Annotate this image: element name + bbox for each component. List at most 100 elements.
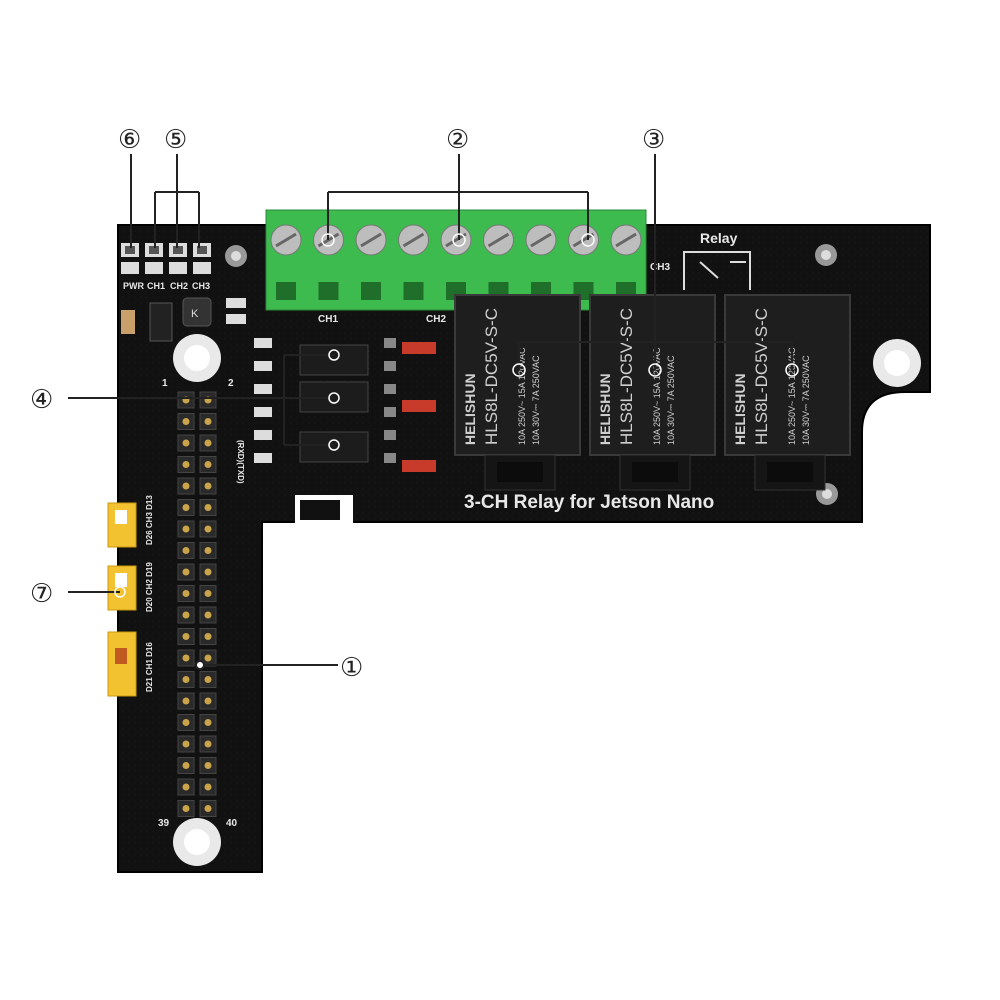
header-pin [177,649,195,667]
callout-2: ② [446,125,469,155]
callout-lines [68,154,793,670]
smd-resistor [254,407,272,417]
wire-slot [276,282,296,300]
header-pin [177,434,195,452]
jumper-label-ch3: D26 CH3 D13 [145,495,154,545]
jumper-ch3 [107,502,137,548]
smd-resistor [254,430,272,440]
header-pin [177,671,195,688]
power-components: K [121,297,246,342]
board-title: 3-CH Relay for Jetson Nano [464,492,714,513]
relay-marking: HLS8L-DC5V-S-C [752,308,771,445]
header-pin [199,735,217,753]
led-label-ch2: CH2 [170,281,188,291]
mounting-hole [173,818,221,866]
wire-slot [403,282,424,300]
header-pin [199,499,217,516]
header-pin-40-label: 40 [226,818,238,829]
header-pin [199,757,217,774]
header-pin [199,714,217,731]
callout-6: ⑥ [118,125,141,155]
header-pin [177,499,195,516]
header-pin [199,606,217,624]
relay-marking: 10A 30V⎓ 7A 250VAC [801,355,811,445]
header-pin [177,714,195,731]
header-pin [177,585,195,602]
smd-resistors [254,338,396,463]
header-pin [177,735,195,753]
relay-marking: HELISHUN [462,373,478,445]
callout-5: ⑤ [164,125,187,155]
header-pin [199,563,217,581]
led-label-ch1: CH1 [147,281,165,291]
callout-1: ① [340,653,363,683]
header-pin [177,456,195,473]
relay-marking: HLS8L-DC5V-S-C [617,308,636,445]
header-pin [199,671,217,688]
header-pin [199,585,217,602]
relay-marking: 10A 250V~ 15A 120VAC [517,347,527,445]
jumper-ch1 [107,631,137,697]
header-pin [177,606,195,624]
callout-3: ③ [642,125,665,155]
relay-marking: HELISHUN [597,373,613,445]
header-pin [199,477,217,495]
mounting-hole [873,339,921,387]
screw-hole [815,244,837,266]
header-pin [177,391,195,409]
header-pin [199,456,217,473]
terminal-label-ch2: CH2 [426,314,446,325]
header-pin [199,391,217,409]
header-pin [199,413,217,430]
mounting-hole [173,334,221,382]
relay-marking: 10A 250V~ 15A 120VAC [787,347,797,445]
terminal-screw [610,224,642,256]
relay-symbol [683,251,751,290]
relay-marking: 10A 30V⎓ 7A 250VAC [666,355,676,445]
relay-marking: HLS8L-DC5V-S-C [482,308,501,445]
svg-text:K: K [191,308,199,320]
diodes [402,342,436,472]
terminal-screw [440,224,472,256]
header-pin [177,477,195,495]
smd-resistor [254,338,272,348]
header-uart-label: (RXD)(TXD) [236,440,245,484]
header-pin [177,778,195,796]
header-pin [177,800,195,817]
callout-7: ⑦ [30,579,53,609]
terminal-screw [568,224,599,256]
header-pin-39-label: 39 [158,818,170,829]
smd-part [384,430,396,440]
terminal-label-ch1: CH1 [318,314,338,325]
header-pin [177,628,195,645]
relay-marking: 10A 30V⎓ 7A 250VAC [531,355,541,445]
callout-endpoints [114,233,799,598]
relay-marking: HELISHUN [732,373,748,445]
led-label-ch3: CH3 [192,281,210,291]
callout-4: ④ [30,385,53,415]
terminal-screws [270,224,642,256]
relay-marking: 10A 250V~ 15A 120VAC [652,347,662,445]
header-pin [199,520,217,538]
smd-resistor [254,453,272,463]
header-pin-1-label: 1 [162,378,168,389]
terminal-screw [398,224,429,256]
header-pin [177,413,195,430]
header-pin [199,800,217,817]
jumper-label-ch1: D21 CH1 D16 [145,642,154,692]
screw-hole [225,245,247,267]
jumper-label-ch2: D20 CH2 D19 [145,562,154,612]
smd-part [384,338,396,348]
relay-symbol-label: Relay [700,230,738,246]
smd-resistor [254,361,272,371]
header-pin [199,778,217,796]
smd-part [384,361,396,371]
smd-part [384,384,396,394]
terminal-screw [483,224,514,256]
header-pin [177,520,195,538]
header-pin [177,563,195,581]
